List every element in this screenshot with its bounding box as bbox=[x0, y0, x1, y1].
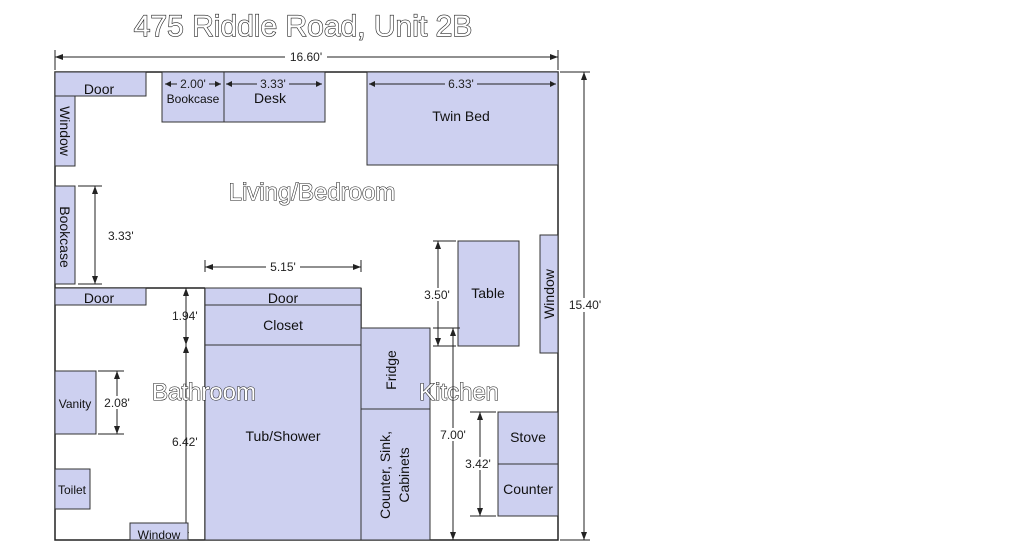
counter-sink-cabinets bbox=[360, 408, 431, 541]
room-kitchen: Kitchen bbox=[419, 379, 499, 406]
desk-dimension: 3.33' bbox=[226, 77, 322, 91]
closet-depth-dim-label: 1.94' bbox=[172, 309, 198, 323]
window-right bbox=[539, 234, 559, 354]
counter-sink-label-2: Cabinets bbox=[396, 447, 412, 502]
twin-bed-dim-label: 6.33' bbox=[448, 77, 474, 91]
vanity-dimension: 2.08' bbox=[98, 370, 134, 435]
toilet-label: Toilet bbox=[58, 483, 87, 497]
vanity-label: Vanity bbox=[59, 397, 91, 411]
kitchen-depth-dimension: 7.00' bbox=[433, 327, 470, 540]
tub-shower-dim-label: 6.42' bbox=[172, 435, 198, 449]
counter bbox=[497, 463, 559, 517]
window-left-label: Window bbox=[57, 106, 73, 157]
tub-shower-label: Tub/Shower bbox=[246, 428, 321, 444]
overall-height-label: 15.40' bbox=[569, 298, 601, 312]
bookcase-left-dim-label: 3.33' bbox=[108, 229, 134, 243]
closet-width-dim-label: 5.15' bbox=[270, 260, 296, 274]
bookcase-top-label: Bookcase bbox=[167, 92, 220, 106]
overall-width-label: 16.60' bbox=[290, 50, 322, 64]
door-bathroom-label: Door bbox=[84, 290, 115, 306]
stove bbox=[497, 411, 559, 465]
twin-bed-dimension: 6.33' bbox=[369, 77, 556, 91]
desk-dim-label: 3.33' bbox=[260, 77, 286, 91]
vanity-dim-label: 2.08' bbox=[104, 396, 130, 410]
door-bathroom bbox=[54, 287, 147, 306]
door-top-left-label: Door bbox=[84, 81, 115, 97]
twin-bed-label: Twin Bed bbox=[432, 108, 490, 124]
room-bathroom: Bathroom bbox=[152, 379, 256, 406]
table-label: Table bbox=[471, 285, 505, 301]
tub-shower bbox=[204, 344, 362, 541]
overall-width-dimension: 16.60' bbox=[54, 50, 559, 70]
counter-sink-label-1: Counter, Sink, bbox=[377, 431, 393, 519]
bookcase-top-dim-label: 2.00' bbox=[180, 77, 206, 91]
table-dim-label: 3.50' bbox=[424, 288, 450, 302]
bookcase-left bbox=[54, 185, 76, 285]
bookcase-left-label: Bookcase bbox=[57, 206, 73, 268]
bookcase-left-dimension: 3.33' bbox=[78, 185, 134, 285]
desk-label: Desk bbox=[254, 90, 287, 106]
room-living-bedroom: Living/Bedroom bbox=[229, 179, 396, 206]
window-right-label: Window bbox=[541, 268, 557, 319]
window-left bbox=[54, 95, 76, 167]
closet-width-dimension: 5.15' bbox=[204, 260, 362, 274]
toilet bbox=[54, 468, 91, 510]
door-top-left bbox=[54, 71, 147, 97]
stove-counter-dimension: 3.42' bbox=[462, 411, 496, 517]
closet-label: Closet bbox=[263, 317, 303, 333]
window-bottom-label: Window bbox=[138, 528, 181, 542]
vanity bbox=[54, 370, 97, 435]
fridge-label: Fridge bbox=[383, 350, 399, 390]
bookcase-top-dimension: 2.00' bbox=[165, 77, 221, 91]
plan-title: 475 Riddle Road, Unit 2B bbox=[134, 10, 473, 43]
table bbox=[457, 240, 520, 347]
window-bottom bbox=[129, 522, 189, 541]
stove-label: Stove bbox=[510, 429, 546, 445]
door-closet-label: Door bbox=[268, 290, 299, 306]
closet-depth-dimension: 1.94' bbox=[172, 288, 198, 345]
stove-counter-dim-label: 3.42' bbox=[465, 457, 491, 471]
closet bbox=[204, 304, 362, 346]
tub-shower-dimension: 6.42' bbox=[172, 345, 198, 540]
kitchen-depth-dim-label: 7.00' bbox=[440, 428, 466, 442]
counter-label: Counter bbox=[503, 481, 553, 497]
overall-height-dimension: 15.40' bbox=[560, 71, 604, 541]
table-dimension: 3.50' bbox=[420, 240, 456, 347]
